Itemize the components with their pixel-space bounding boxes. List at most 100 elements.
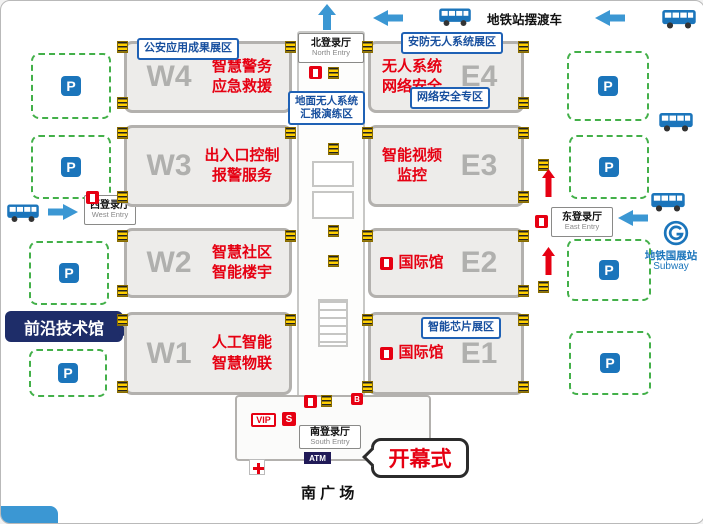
red-arrow-up-icon (542, 247, 555, 280)
hall-w1-label: 人工智能智慧物联 (211, 334, 272, 372)
north-entry-label-zh: 北登录厅 (311, 37, 351, 49)
zone-badge-police-apps: 公安应用成果展区 (137, 38, 239, 60)
entry-door-icon (304, 395, 317, 408)
entry-door-icon (380, 256, 394, 270)
hall-w1-id: W1 (146, 336, 192, 370)
escalator-icon (328, 143, 339, 155)
shuttle-label: 地铁站摆渡车 (487, 13, 563, 27)
corridor-stairs (318, 299, 348, 347)
parking-icon: P (600, 353, 620, 373)
west-entry-label-en: West Entry (91, 210, 129, 220)
north-entry-label-en: North Entry (312, 48, 350, 58)
parking-zone: P (567, 51, 649, 121)
escalator-icon (117, 127, 128, 139)
opening-ceremony-callout: 开幕式 (362, 438, 469, 478)
hall-w3-id: W3 (146, 149, 192, 182)
escalator-icon (328, 255, 339, 267)
escalator-icon (518, 127, 529, 139)
escalator-icon (518, 41, 529, 53)
escalator-icon (117, 230, 128, 242)
bus-icon (661, 6, 697, 37)
arrow-left-icon (373, 10, 403, 31)
subway-station-label: 地铁国展站 (644, 250, 698, 262)
parking-zone: P (569, 135, 649, 199)
opening-ceremony-label: 开幕式 (388, 448, 452, 471)
bus-icon (658, 109, 694, 140)
escalator-icon (285, 41, 296, 53)
escalator-icon (362, 127, 373, 139)
escalator-icon (518, 285, 529, 297)
hall-e1-label: 国际馆 (377, 343, 447, 363)
escalator-icon (362, 314, 373, 326)
bus-icon (438, 5, 472, 34)
west-entry-label-zh: 西登录厅 (90, 199, 130, 211)
hall-w4-label: 智慧警务应急救援 (211, 57, 272, 95)
parking-icon: P (599, 157, 619, 177)
escalator-icon (285, 314, 296, 326)
parking-zone: P (29, 241, 109, 305)
escalator-icon (117, 285, 128, 297)
frontier-tech-badge: 前沿技术馆 (5, 311, 123, 342)
first-aid-icon (249, 459, 265, 475)
parking-icon: P (61, 76, 81, 96)
escalator-icon (518, 314, 529, 326)
b-badge: B (351, 393, 363, 405)
bus-icon (650, 189, 686, 220)
red-arrow-up-icon (542, 169, 555, 202)
bus-icon (6, 201, 40, 230)
escalator-icon (538, 159, 549, 171)
zone-badge-security-unmanned: 安防无人系统展区 (401, 32, 503, 54)
hall-e3-label: 智能视频监控 (381, 146, 442, 184)
hall-e2: 国际馆 E2 (368, 228, 524, 298)
hall-e1-id: E1 (460, 336, 498, 370)
zone-badge-ground-unmanned: 地面无人系统 汇报演练区 (288, 91, 365, 126)
escalator-icon (328, 67, 339, 79)
hall-w1: W1 人工智能智慧物联 (124, 312, 292, 395)
escalator-icon (285, 230, 296, 242)
south-entry: 南登录厅 South Entry (299, 425, 361, 449)
parking-zone: P (569, 331, 651, 395)
escalator-icon (285, 127, 296, 139)
south-entry-label-zh: 南登录厅 (310, 426, 350, 438)
service-badge: S (282, 412, 296, 426)
north-entry: 北登录厅 North Entry (298, 33, 364, 63)
arrow-up-icon (318, 4, 336, 35)
escalator-icon (518, 230, 529, 242)
hall-w2-label: 智慧社区智能楼宇 (211, 243, 272, 281)
east-entry-label-en: East Entry (564, 222, 600, 232)
hall-w3: W3 出入口控制报警服务 (124, 125, 292, 207)
zone-badge-smart-chip: 智能芯片展区 (421, 317, 501, 339)
hall-w2-id: W2 (146, 246, 192, 279)
escalator-icon (328, 225, 339, 237)
escalator-icon (117, 41, 128, 53)
entry-door-icon (380, 347, 394, 360)
arrow-left-icon (618, 210, 648, 231)
atm-badge: ATM (304, 452, 331, 464)
arrow-right-icon (48, 204, 78, 225)
vip-badge: VIP (251, 413, 276, 427)
subway-logo-icon (663, 220, 689, 251)
escalator-icon (321, 395, 332, 407)
entry-door-icon (535, 215, 548, 228)
hall-e2-label: 国际馆 (377, 253, 447, 273)
parking-zone: P (567, 239, 651, 301)
subway-station-label-en: Subway (653, 261, 689, 272)
parking-icon: P (61, 157, 81, 177)
hall-e2-id: E2 (460, 246, 498, 279)
parking-icon: P (58, 363, 78, 383)
corridor-room (312, 161, 354, 187)
hall-w3-label: 出入口控制报警服务 (204, 146, 280, 184)
south-entry-label-en: South Entry (310, 437, 350, 447)
parking-icon: P (599, 260, 619, 280)
corridor-room (312, 191, 354, 219)
escalator-icon (518, 381, 529, 393)
escalator-icon (117, 97, 128, 109)
parking-zone: P (31, 53, 111, 119)
east-entry: 东登录厅 East Entry (551, 207, 613, 237)
escalator-icon (362, 230, 373, 242)
south-plaza-label: 南 广 场 (301, 485, 355, 502)
parking-zone: P (29, 349, 107, 397)
entry-door-icon (309, 66, 322, 79)
parking-zone: P (31, 135, 111, 199)
